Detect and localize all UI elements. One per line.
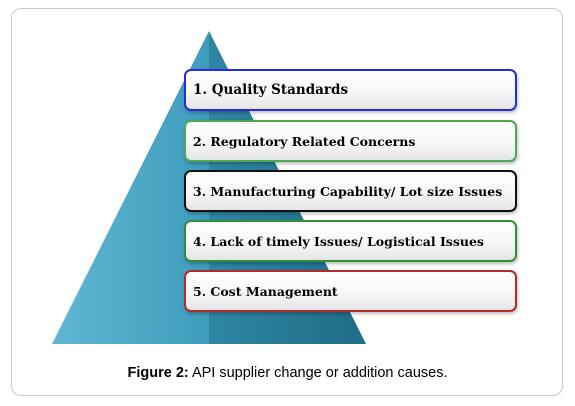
pyramid-left-face (52, 31, 209, 344)
cause-box-2: 2. Regulatory Related Concerns (184, 120, 517, 162)
cause-box-3: 3. Manufacturing Capability/ Lot size Is… (184, 170, 517, 212)
cause-box-1: 1. Quality Standards (184, 69, 517, 111)
cause-box-4: 4. Lack of timely Issues/ Logistical Iss… (184, 220, 517, 262)
cause-label-2: 2. Regulatory Related Concerns (193, 133, 416, 149)
caption-text: API supplier change or addition causes. (188, 365, 448, 381)
cause-label-1: 1. Quality Standards (193, 82, 349, 98)
cause-label-3: 3. Manufacturing Capability/ Lot size Is… (193, 183, 503, 199)
cause-label-5: 5. Cost Management (193, 283, 338, 299)
cause-box-5: 5. Cost Management (184, 270, 517, 312)
cause-label-4: 4. Lack of timely Issues/ Logistical Iss… (193, 233, 484, 249)
figure-caption: Figure 2: API supplier change or additio… (0, 365, 575, 381)
caption-prefix: Figure 2: (127, 365, 189, 381)
